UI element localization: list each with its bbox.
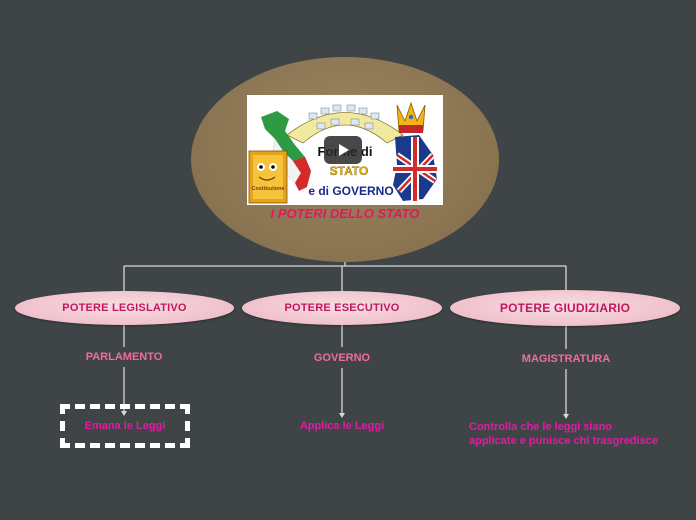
thumbnail-line2: STATO — [330, 164, 369, 178]
book-badge: Costituzione — [252, 186, 285, 192]
play-icon — [339, 144, 349, 156]
thumbnail-line3: e di GOVERNO — [308, 184, 393, 198]
crown-icon — [396, 101, 426, 133]
leaf-controlla[interactable]: Controlla che le leggi siano applicate e… — [469, 421, 658, 447]
constitution-book-icon: Costituzione — [248, 150, 288, 204]
node-potere-legislativo[interactable]: POTERE LEGISLATIVO — [15, 291, 234, 325]
node-potere-esecutivo[interactable]: POTERE ESECUTIVO — [242, 291, 442, 325]
node-potere-giudiziario[interactable]: POTERE GIUDIZIARIO — [450, 290, 680, 326]
uk-flag-icon — [393, 135, 437, 201]
label-magistratura[interactable]: MAGISTRATURA — [521, 353, 611, 365]
selected-topic-frame[interactable] — [60, 404, 190, 448]
central-topic-title: I POTERI DELLO STATO — [270, 206, 420, 221]
label-governo[interactable]: GOVERNO — [313, 352, 371, 364]
leaf-emana-le-leggi[interactable]: Emana le Leggi — [84, 420, 166, 432]
play-button[interactable] — [324, 136, 362, 164]
parliament-icon — [286, 104, 404, 144]
leaf-applica-le-leggi[interactable]: Applica le Leggi — [299, 420, 385, 432]
label-parlamento[interactable]: PARLAMENTO — [85, 351, 163, 363]
